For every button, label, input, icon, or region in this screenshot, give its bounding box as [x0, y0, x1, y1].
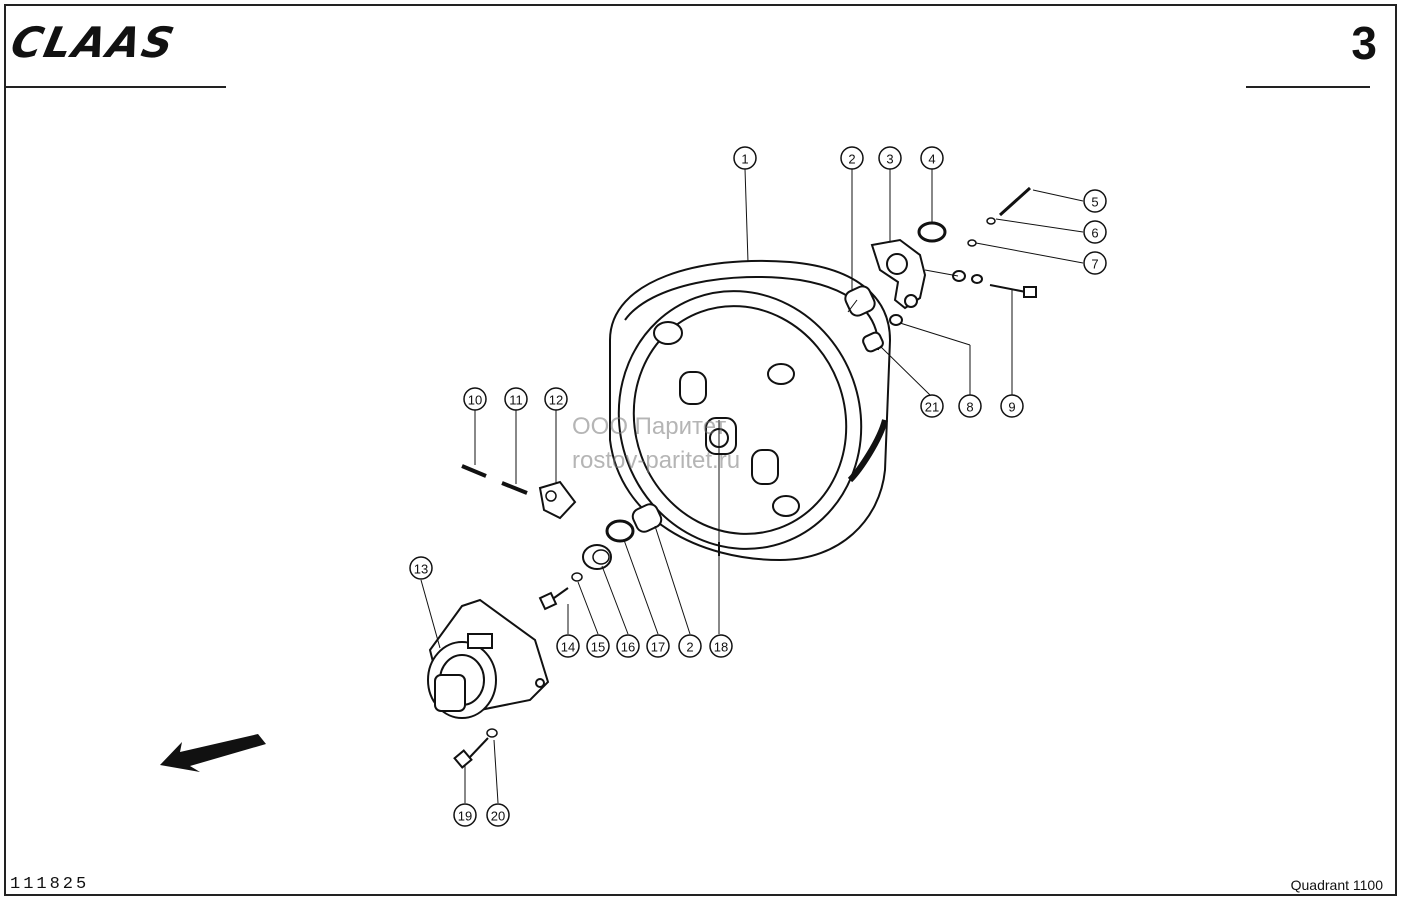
bushing-lower	[631, 503, 663, 533]
callout-label: 4	[928, 152, 935, 167]
callout-label: 17	[651, 640, 665, 655]
model-name: Quadrant 1100	[1290, 877, 1383, 893]
seal-ring	[917, 221, 947, 243]
washer-20	[486, 728, 498, 738]
lever	[870, 238, 927, 310]
callout-label: 9	[1008, 400, 1015, 415]
header-rule-right	[1246, 86, 1370, 88]
callout-label: 19	[458, 809, 472, 824]
direction-arrow-icon	[160, 734, 266, 772]
washer-6	[986, 217, 996, 225]
hydraulic-motor-13	[427, 598, 550, 719]
header-rule-left	[4, 86, 226, 88]
callout-label: 21	[925, 400, 939, 415]
callout-20: 20	[486, 803, 510, 827]
bushing-21	[862, 331, 884, 353]
callout-4: 4	[920, 146, 944, 170]
page-frame	[4, 4, 1397, 896]
callout-9: 9	[1000, 394, 1024, 418]
callout-label: 7	[1091, 257, 1098, 272]
callout-7: 7	[1083, 251, 1107, 275]
callout-2: 2	[678, 634, 702, 658]
bushing-upper	[844, 285, 876, 317]
callout-label: 10	[468, 393, 482, 408]
cap-16	[582, 544, 612, 570]
callout-label: 3	[886, 152, 893, 167]
washer-17	[605, 519, 635, 543]
drawing-code: 111825	[10, 875, 90, 894]
callout-15: 15	[586, 634, 610, 658]
watermark-line-2: rostov-paritet.ru	[572, 447, 741, 474]
callout-19: 19	[453, 803, 477, 827]
callout-12: 12	[544, 387, 568, 411]
callout-label: 6	[1091, 226, 1098, 241]
callout-label: 18	[714, 640, 728, 655]
callout-16: 16	[616, 634, 640, 658]
callout-label: 1	[741, 152, 748, 167]
leader-lines	[420, 168, 1084, 804]
drum-housing	[609, 259, 892, 562]
callout-18: 18	[709, 634, 733, 658]
callout-8: 8	[958, 394, 982, 418]
callout-label: 13	[414, 562, 428, 577]
callout-21: 21	[920, 394, 944, 418]
bolt-9	[989, 284, 1037, 298]
washer-8	[889, 314, 903, 326]
callout-14: 14	[556, 634, 580, 658]
callout-label: 2	[686, 640, 693, 655]
callout-label: 5	[1091, 195, 1098, 210]
watermark: ООО Паритет rostov-paritet.ru	[572, 410, 740, 478]
callout-label: 2	[848, 152, 855, 167]
callout-label: 8	[966, 400, 973, 415]
bolt-19	[453, 737, 489, 769]
callout-label: 14	[561, 640, 575, 655]
washer-15	[571, 572, 583, 582]
callout-label: 11	[509, 393, 523, 408]
callout-17: 17	[646, 634, 670, 658]
bracket-12	[538, 480, 577, 520]
callout-5: 5	[1083, 189, 1107, 213]
callout-6: 6	[1083, 220, 1107, 244]
callout-2: 2	[840, 146, 864, 170]
callout-label: 20	[491, 809, 505, 824]
callout-11: 11	[504, 387, 528, 411]
callout-3: 3	[878, 146, 902, 170]
pin-11	[501, 481, 528, 495]
page-number: 3	[1351, 17, 1377, 69]
watermark-line-1: ООО Паритет	[572, 413, 727, 440]
bolt-5	[998, 186, 1032, 217]
callout-13: 13	[409, 556, 433, 580]
pin-10	[461, 464, 487, 478]
callout-label: 15	[591, 640, 605, 655]
nut-7	[967, 239, 977, 247]
callout-label: 16	[621, 640, 635, 655]
callout-10: 10	[463, 387, 487, 411]
bolt-14	[538, 587, 569, 611]
callout-1: 1	[733, 146, 757, 170]
callout-label: 12	[549, 393, 563, 408]
